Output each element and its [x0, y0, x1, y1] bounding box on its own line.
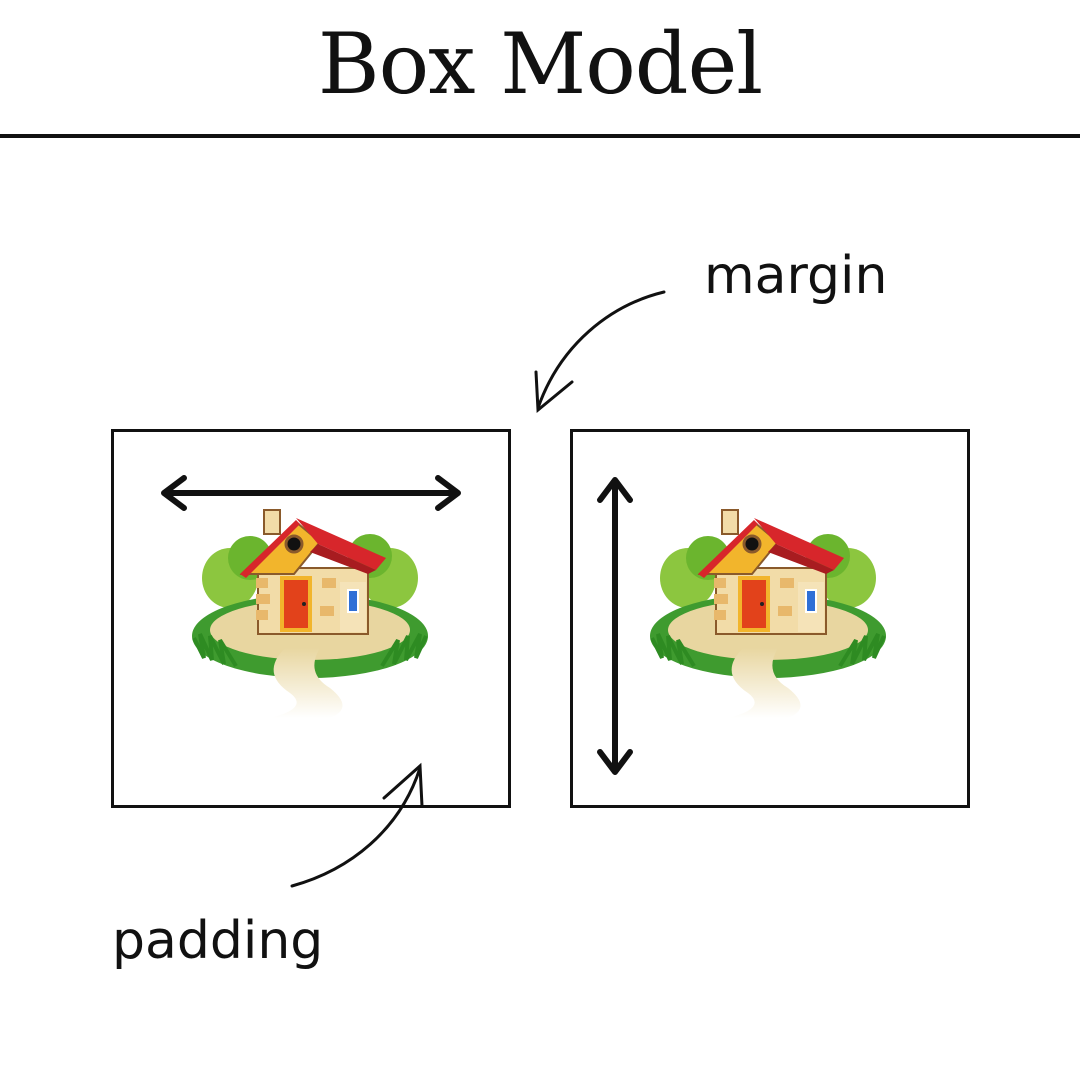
margin-pointer-arrow-icon — [534, 290, 666, 414]
padding-pointer-arrow-icon — [290, 762, 424, 888]
double-headed-horizontal-arrow-icon — [161, 475, 461, 511]
house-icon — [192, 509, 428, 718]
double-headed-vertical-arrow-icon — [597, 477, 633, 775]
title-divider — [0, 134, 1080, 138]
house-icon — [650, 509, 886, 718]
page-title: Box Model — [317, 15, 763, 113]
margin-label: margin — [704, 246, 888, 306]
padding-label: padding — [112, 911, 324, 971]
